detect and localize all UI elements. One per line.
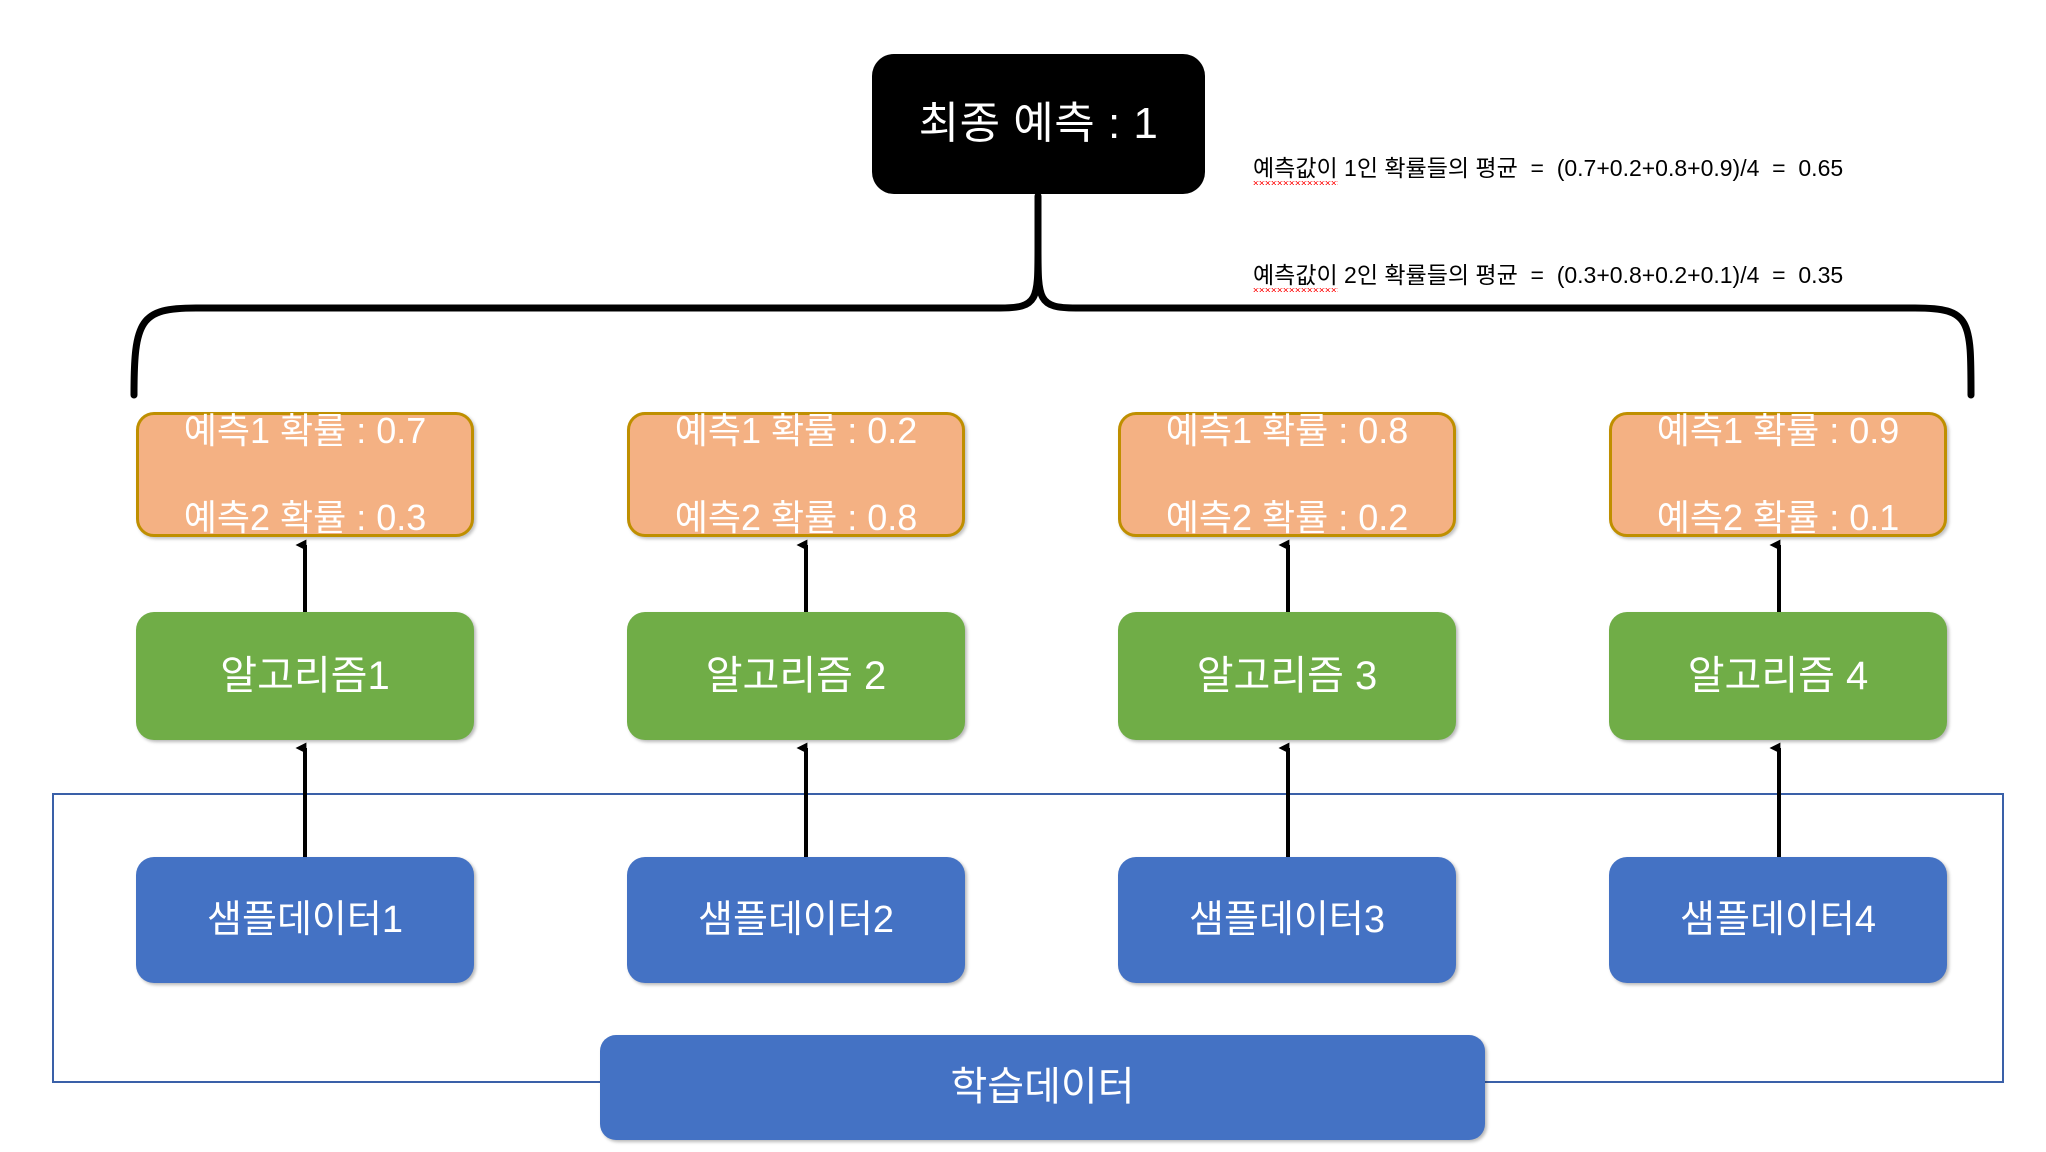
probability-node-2-text: 예측1 확률 : 0.2 예측2 확률 : 0.8: [675, 365, 918, 585]
final-prediction-node[interactable]: 최종 예측 : 1: [872, 54, 1205, 194]
probability-node-1[interactable]: 예측1 확률 : 0.7 예측2 확률 : 0.3: [136, 410, 474, 538]
probability-node-2-line-1: 예측1 확률 : 0.2: [674, 409, 918, 451]
probability-node-4-text: 예측1 확률 : 0.9 예측2 확률 : 0.1: [1657, 365, 1900, 585]
sample-data-node-4[interactable]: 샘플데이터4: [1609, 857, 1947, 983]
sample-data-node-2[interactable]: 샘플데이터2: [627, 857, 965, 983]
annotation-line-2: 예측값이 2인 확률들의 평균 = (0.3+0.8+0.2+0.1)/4 = …: [1253, 258, 1843, 294]
annotation-line-1-prefix: 예측값이: [1253, 155, 1338, 185]
probability-node-3-line-2: 예측2 확률 : 0.2: [1165, 497, 1409, 539]
probability-node-1-line-2: 예측2 확률 : 0.3: [183, 497, 427, 539]
sample-data-node-3-label: 샘플데이터3: [1189, 898, 1385, 941]
probability-node-1-line-1: 예측1 확률 : 0.7: [183, 409, 427, 451]
probability-node-4-line-2: 예측2 확률 : 0.1: [1656, 497, 1900, 539]
training-data-label: 학습데이터: [950, 1065, 1135, 1110]
algorithm-node-3-label: 알고리즘 3: [1196, 653, 1378, 698]
annotation-line-2-rest: 2인 확률들의 평균 = (0.3+0.8+0.2+0.1)/4 = 0.35: [1337, 262, 1844, 289]
sample-data-node-1-label: 샘플데이터1: [207, 898, 403, 941]
algorithm-node-1-label: 알고리즘1: [220, 653, 390, 698]
probability-node-4-line-1: 예측1 확률 : 0.9: [1656, 409, 1900, 451]
probability-node-3-line-1: 예측1 확률 : 0.8: [1165, 409, 1409, 451]
probability-node-3-text: 예측1 확률 : 0.8 예측2 확률 : 0.2: [1166, 365, 1409, 585]
averaging-annotation: 예측값이 1인 확률들의 평균 = (0.7+0.2+0.8+0.9)/4 = …: [1253, 80, 1843, 365]
algorithm-node-1[interactable]: 알고리즘1: [136, 612, 474, 740]
sample-data-node-3[interactable]: 샘플데이터3: [1118, 857, 1456, 983]
final-prediction-label: 최종 예측 : 1: [918, 99, 1159, 149]
sample-data-node-2-label: 샘플데이터2: [698, 898, 894, 941]
probability-node-2[interactable]: 예측1 확률 : 0.2 예측2 확률 : 0.8: [627, 410, 965, 538]
sample-data-node-1[interactable]: 샘플데이터1: [136, 857, 474, 983]
algorithm-node-3[interactable]: 알고리즘 3: [1118, 612, 1456, 740]
annotation-line-1-rest: 1인 확률들의 평균 = (0.7+0.2+0.8+0.9)/4 = 0.65: [1337, 155, 1844, 182]
annotation-line-1: 예측값이 1인 확률들의 평균 = (0.7+0.2+0.8+0.9)/4 = …: [1253, 151, 1843, 187]
algorithm-node-4-label: 알고리즘 4: [1687, 653, 1869, 698]
probability-node-2-line-2: 예측2 확률 : 0.8: [674, 497, 918, 539]
probability-node-4[interactable]: 예측1 확률 : 0.9 예측2 확률 : 0.1: [1609, 410, 1947, 538]
probability-node-1-text: 예측1 확률 : 0.7 예측2 확률 : 0.3: [184, 365, 427, 585]
probability-node-3[interactable]: 예측1 확률 : 0.8 예측2 확률 : 0.2: [1118, 410, 1456, 538]
annotation-line-2-prefix: 예측값이: [1253, 262, 1338, 292]
algorithm-node-2[interactable]: 알고리즘 2: [627, 612, 965, 740]
algorithm-node-4[interactable]: 알고리즘 4: [1609, 612, 1947, 740]
algorithm-node-2-label: 알고리즘 2: [705, 653, 887, 698]
sample-data-node-4-label: 샘플데이터4: [1680, 898, 1876, 941]
training-data-node[interactable]: 학습데이터: [600, 1035, 1485, 1140]
